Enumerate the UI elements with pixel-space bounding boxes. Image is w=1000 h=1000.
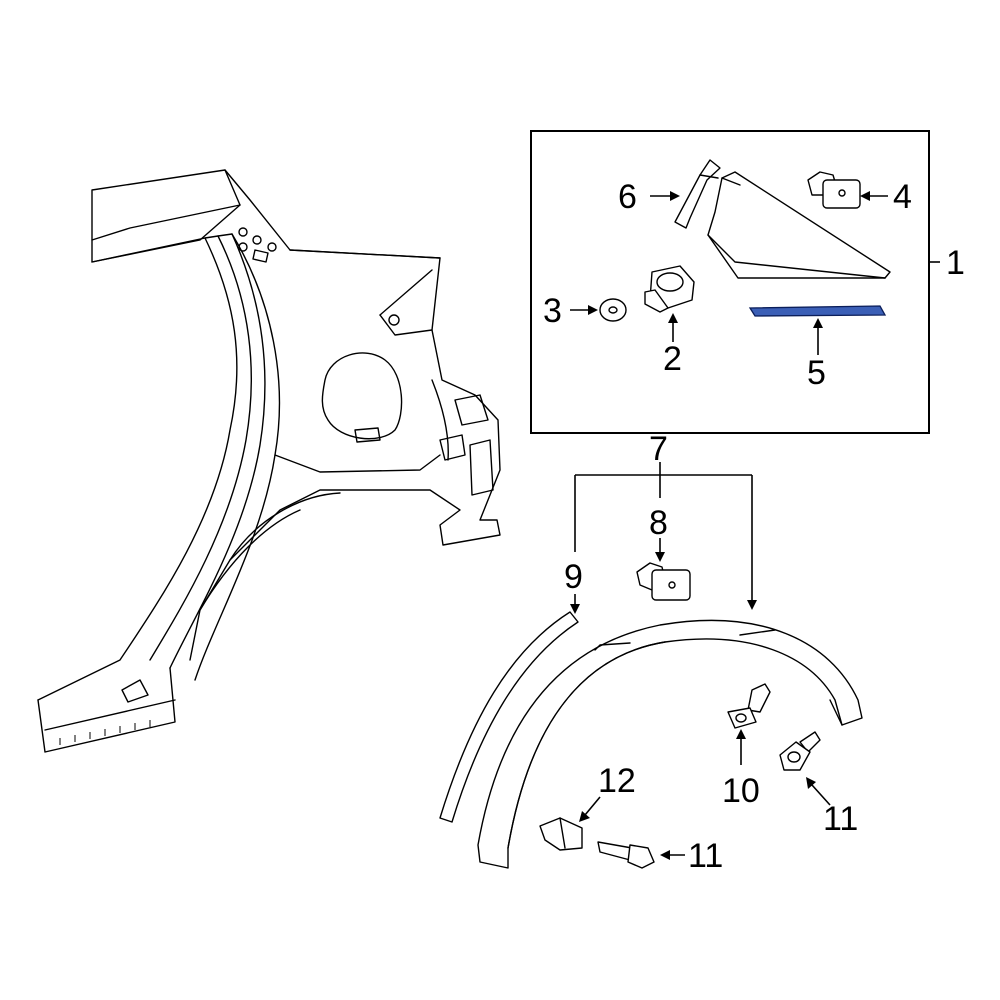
callout-3: 3 (543, 292, 562, 330)
callout-4: 4 (893, 178, 912, 216)
part-5-tape (748, 305, 887, 317)
part-11-bolt-bottom (597, 841, 655, 869)
callout-12: 12 (598, 762, 636, 800)
callout-5: 5 (807, 354, 826, 392)
part-4-clip (807, 171, 861, 209)
callout-7: 7 (649, 430, 668, 468)
callout-11-right: 11 (823, 800, 858, 838)
part-6-bracket (674, 159, 721, 229)
part-1-trim-panel (707, 171, 891, 279)
part-11-bolt-right (779, 731, 821, 771)
part-7-wheel-arch-molding (477, 619, 863, 869)
inset-box (530, 130, 940, 434)
callout-2: 2 (663, 340, 682, 378)
callout-labels: 1 6 4 3 2 5 7 8 9 10 11 12 11 (543, 178, 965, 875)
part-12-clip (539, 817, 583, 851)
part-2-clip (644, 265, 695, 313)
callout-1: 1 (946, 244, 965, 282)
leader-lines (570, 191, 888, 860)
part-10-bolt (727, 683, 771, 729)
part-8-clip (636, 562, 691, 601)
callout-9: 9 (564, 558, 583, 596)
callout-6: 6 (618, 178, 637, 216)
quarter-panel (37, 169, 501, 753)
part-9-molding-strip (439, 611, 579, 823)
callout-8: 8 (649, 504, 668, 542)
callout-10: 10 (722, 772, 760, 810)
callout-11-bottom: 11 (688, 837, 723, 875)
part-3-washer (599, 298, 627, 322)
